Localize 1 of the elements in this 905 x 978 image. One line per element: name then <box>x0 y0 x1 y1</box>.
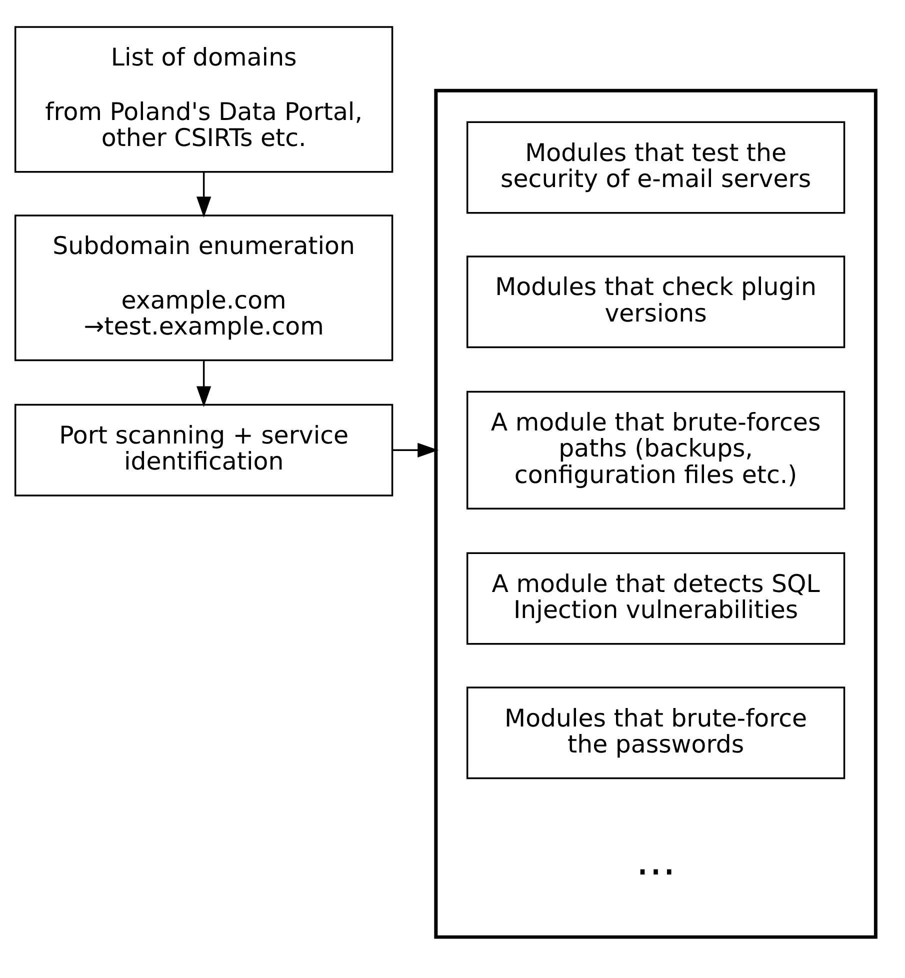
label: ... <box>636 836 676 885</box>
